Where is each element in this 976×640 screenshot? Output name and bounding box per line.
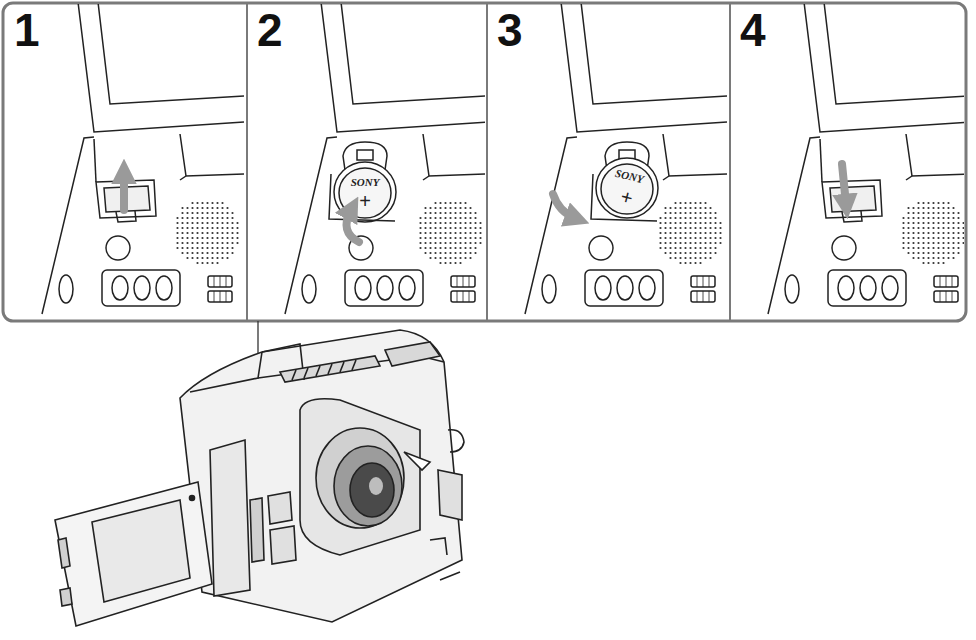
step-number: 3 (497, 4, 523, 56)
action-arrow (842, 164, 846, 204)
panel-illustration (285, 4, 485, 314)
action-arrow (347, 210, 360, 242)
battery-polarity: + (359, 191, 371, 211)
panel-illustration (42, 4, 244, 314)
panel-illustration (768, 4, 964, 314)
battery-brand: SONY (614, 167, 645, 185)
panel-frame (3, 3, 966, 321)
camcorder (55, 330, 464, 626)
panel-divider (246, 3, 248, 321)
panel-divider (486, 3, 488, 321)
action-arrow (553, 194, 575, 218)
battery-polarity: + (619, 186, 635, 208)
step-panel: 1 (4, 4, 247, 320)
action-arrow (120, 174, 128, 210)
step-number: 2 (257, 4, 283, 56)
panel-divider (729, 3, 731, 321)
panel-illustration (525, 4, 727, 314)
step-panel: 3 (487, 4, 730, 320)
battery-brand: SONY (351, 177, 380, 188)
step-number: 1 (14, 4, 40, 56)
step-number: 4 (740, 4, 766, 56)
step-panel: 4 (730, 4, 966, 320)
step-panel: 2 (247, 4, 487, 320)
